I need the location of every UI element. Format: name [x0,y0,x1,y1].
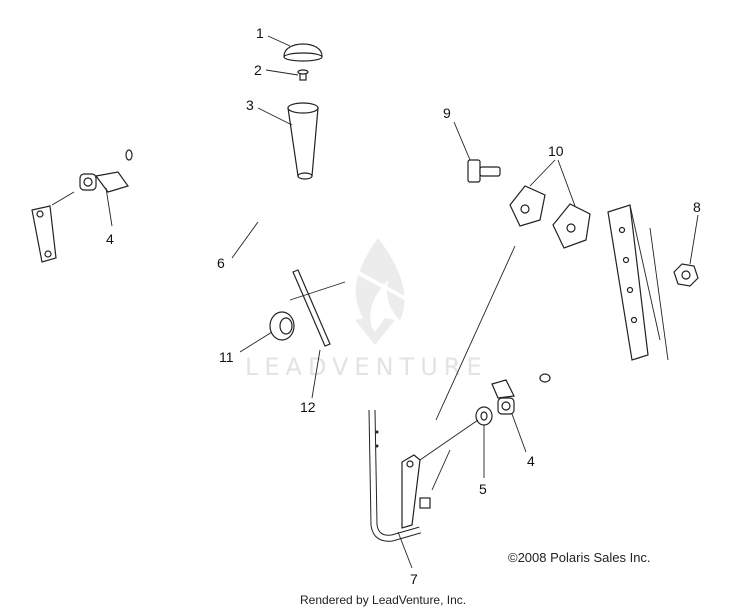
callout-9: 9 [443,105,451,121]
bolt-part [467,159,501,183]
bracket-plate-part [607,204,669,361]
nut-part [673,263,699,287]
callout-1: 1 [256,25,264,41]
watermark-logo [355,238,405,345]
linkage-plate-part [31,205,57,263]
callout-4-right: 4 [527,453,535,469]
bushing-part-a [509,185,546,227]
watermark-text: LEADVENTURE [245,353,488,381]
screw-part [297,69,309,81]
shift-lever-part [368,409,431,542]
rendered-by-text: Rendered by LeadVenture, Inc. [300,593,466,607]
clip-part-left [79,171,129,193]
callout-7: 7 [410,571,418,587]
pin-part [292,269,331,347]
washer-part [475,406,493,426]
callout-10: 10 [548,143,564,159]
knob-cap-part [283,43,323,62]
callout-3: 3 [246,97,254,113]
callout-5: 5 [479,481,487,497]
bushing-part-b [552,203,591,249]
knob-body-part [287,102,319,180]
callout-4-left: 4 [106,231,114,247]
clip-part-right [491,379,515,415]
callout-11: 11 [219,349,234,365]
callout-12: 12 [300,399,316,415]
copyright-text: ©2008 Polaris Sales Inc. [508,550,651,565]
callout-8: 8 [693,199,701,215]
callout-6: 6 [217,255,225,271]
grommet-part [269,311,295,341]
shift-rod-part [125,148,551,383]
callout-2: 2 [254,62,262,78]
